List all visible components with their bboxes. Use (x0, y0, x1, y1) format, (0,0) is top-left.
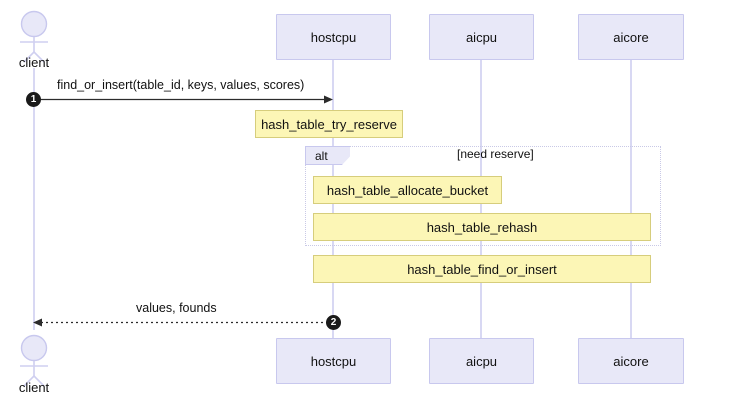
call-label-hash-table-allocate-bucket: hash_table_allocate_bucket (326, 182, 489, 198)
message-seq-badge-1: 1 (26, 92, 41, 107)
message-seq-badge-2: 2 (326, 315, 341, 330)
participant-box-hostcpu-top[interactable]: hostcpu (276, 14, 391, 60)
call-box-hash-table-rehash[interactable]: hash_table_rehash (313, 213, 651, 241)
participant-box-aicore-top[interactable]: aicore (578, 14, 684, 60)
message-label-1: find_or_insert(table_id, keys, values, s… (57, 78, 305, 92)
participant-box-aicore-bottom[interactable]: aicore (578, 338, 684, 384)
participant-label-aicpu-top: aicpu (465, 29, 498, 45)
participant-label-aicore-top: aicore (613, 29, 649, 45)
call-label-hash-table-try-reserve: hash_table_try_reserve (261, 116, 397, 132)
participant-label-aicpu-bottom: aicpu (465, 353, 498, 369)
actor-client-bottom-icon (20, 334, 48, 387)
call-box-hash-table-find-or-insert[interactable]: hash_table_find_or_insert (313, 255, 651, 283)
actor-label-client-top: client (18, 55, 50, 70)
alt-fragment-frame (305, 146, 661, 246)
alt-fragment-tab: alt (305, 146, 350, 165)
call-label-hash-table-find-or-insert: hash_table_find_or_insert (407, 261, 557, 277)
message-arrow-1 (34, 95, 333, 104)
actor-label-client-bottom: client (18, 380, 50, 395)
alt-fragment-operator-label: alt (315, 148, 328, 163)
call-box-hash-table-allocate-bucket[interactable]: hash_table_allocate_bucket (313, 176, 502, 204)
message-label-2: values, founds (136, 301, 217, 315)
participant-box-aicpu-top[interactable]: aicpu (429, 14, 534, 60)
participant-label-hostcpu-top: hostcpu (310, 29, 357, 45)
message-arrow-2 (33, 318, 333, 327)
actor-client-top-icon (20, 10, 48, 63)
alt-fragment-condition-label: [need reserve] (457, 147, 534, 161)
participant-label-hostcpu-bottom: hostcpu (310, 353, 357, 369)
participant-box-hostcpu-bottom[interactable]: hostcpu (276, 338, 391, 384)
participant-label-aicore-bottom: aicore (613, 353, 649, 369)
call-box-hash-table-try-reserve[interactable]: hash_table_try_reserve (255, 110, 403, 138)
call-label-hash-table-rehash: hash_table_rehash (426, 219, 538, 235)
participant-box-aicpu-bottom[interactable]: aicpu (429, 338, 534, 384)
